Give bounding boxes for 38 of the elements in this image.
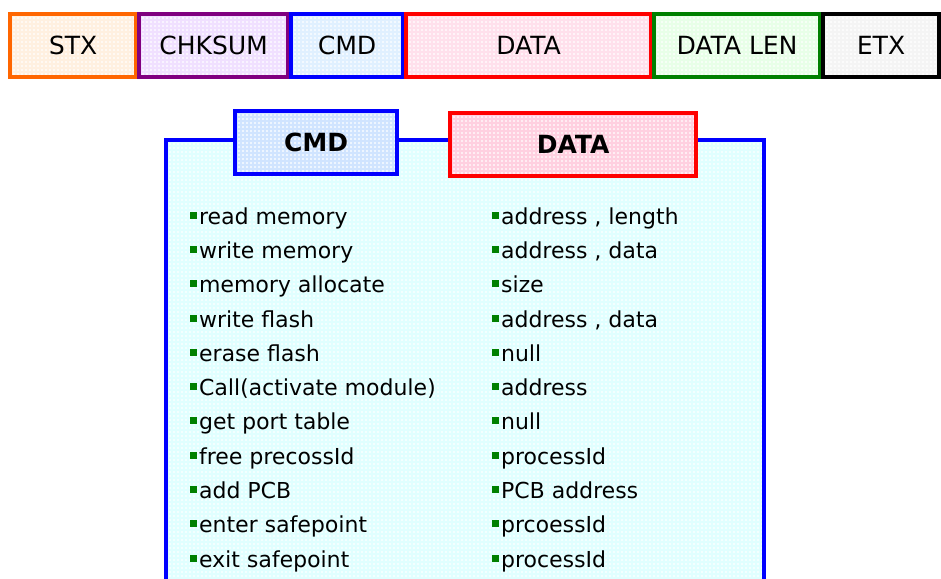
command-item-text: erase flash [190,337,492,372]
field-label: CMD [318,31,376,60]
data-parameter-text: PCB address [492,474,772,509]
data-parameter-text: prcoessId [492,508,772,543]
command-item-text: write flash [190,302,492,338]
field-label: ETX [856,31,906,60]
data-parameter-text: processId [492,440,772,474]
command-item-text: add PCB [190,474,492,509]
command-item-text: read memory [190,200,492,234]
packet-field-box [8,12,138,79]
command-item-text: write memory [190,234,492,269]
data-parameter-text: null [492,337,772,372]
header-box [448,111,698,178]
field-label: DATA LEN [676,31,798,60]
command-item-text: exit safepoint [190,542,492,578]
command-item-text: enter safepoint [190,508,492,543]
field-label: DATA [536,130,610,159]
data-parameter-text: null [492,406,772,440]
data-parameter-text: size [492,268,772,303]
header-box [233,109,399,176]
data-parameter-text: address [492,371,772,406]
packet-field-box [821,12,941,79]
command-item-text: Call(activate module) [190,371,492,406]
data-parameter-text: processId [492,542,772,578]
command-item-text: memory allocate [190,268,492,303]
field-label: STX [48,31,98,60]
command-item-text: free precossId [190,440,492,474]
data-parameter-text: address , length [492,200,772,234]
field-label: DATA [496,31,561,60]
command-item-text: get port table [190,406,492,440]
packet-field-box [137,12,290,79]
field-label: CMD [284,128,348,157]
field-label: CHKSUM [159,31,268,60]
data-parameter-text: address , data [492,302,772,338]
packet-field-box [404,12,653,79]
data-parameter-text: address , data [492,234,772,269]
packet-field-box [289,12,405,79]
packet-field-box [652,12,822,79]
